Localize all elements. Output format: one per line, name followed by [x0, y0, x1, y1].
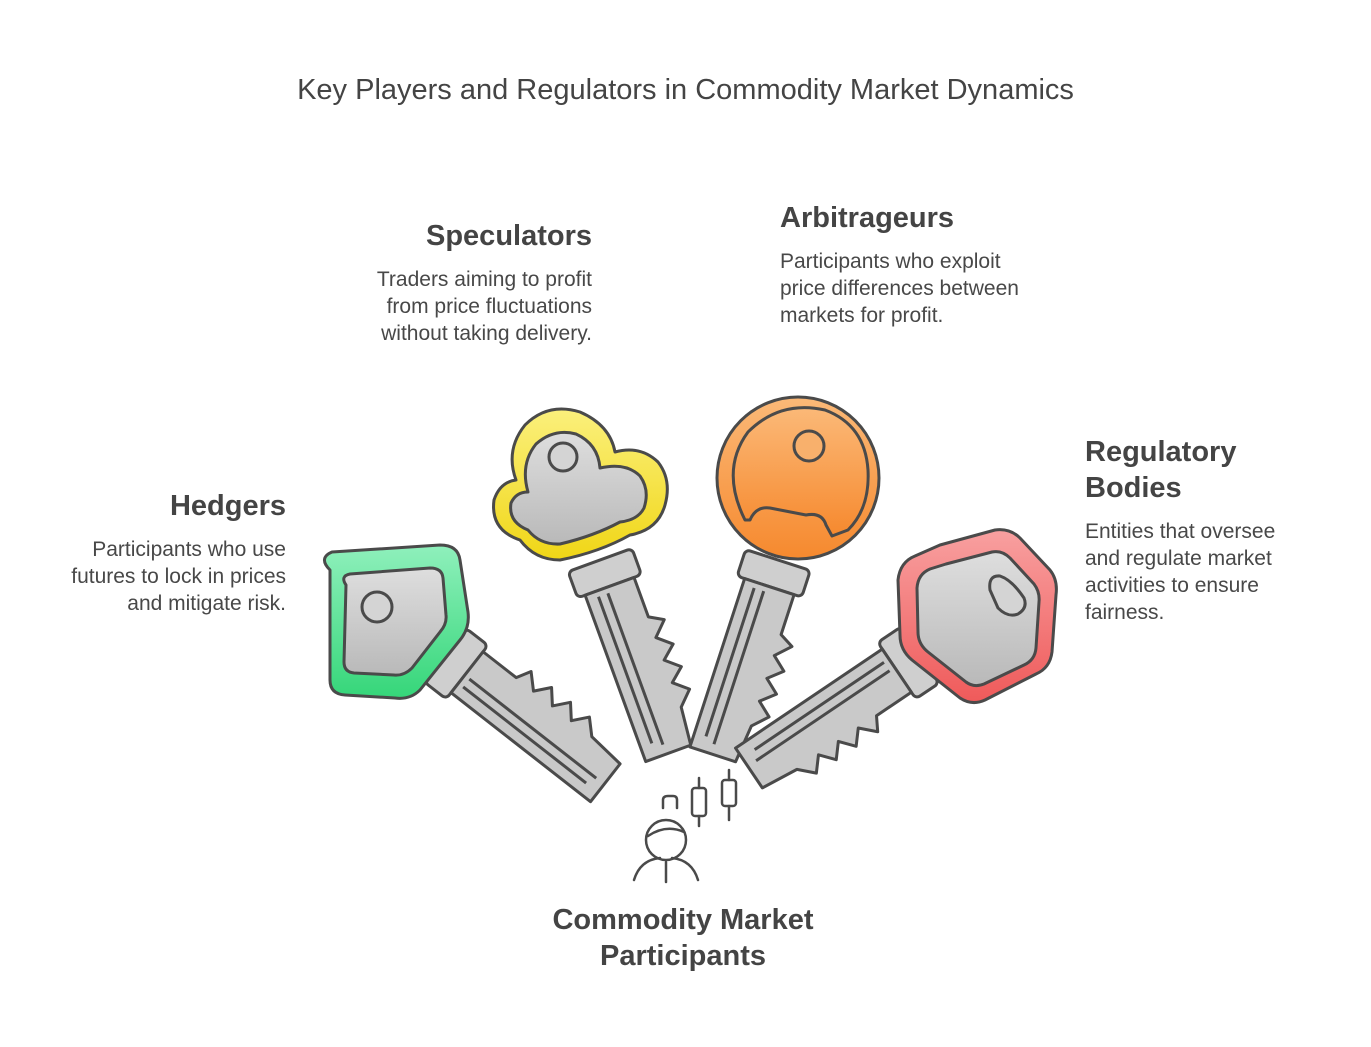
speculators-key	[492, 407, 710, 766]
arbitrageurs-key	[680, 395, 881, 769]
speculators-description: Traders aiming to profit from price fluc…	[376, 268, 592, 345]
hedgers-description: Participants who use futures to lock in …	[71, 538, 286, 615]
arbitrageurs-block: Arbitrageurs Participants who exploit pr…	[780, 200, 1030, 329]
regulatory-block: Regulatory Bodies Entities that oversee …	[1085, 434, 1300, 626]
regulatory-key	[729, 528, 1058, 805]
speculators-heading: Speculators	[426, 220, 592, 252]
diagram-title: Key Players and Regulators in Commodity …	[297, 74, 1074, 106]
hedgers-block: Hedgers Participants who use futures to …	[40, 488, 286, 617]
arbitrageurs-description: Participants who exploit price differenc…	[780, 250, 1019, 327]
hedgers-key	[323, 543, 633, 810]
center-label: Commodity Market Participants	[552, 904, 814, 972]
trader-chart-icon	[632, 768, 738, 884]
hedgers-heading: Hedgers	[169, 490, 286, 522]
speculators-block: Speculators Traders aiming to profit fro…	[340, 218, 592, 347]
regulatory-description: Entities that oversee and regulate marke…	[1085, 520, 1276, 624]
regulatory-heading: Regulatory Bodies	[1085, 436, 1237, 504]
arbitrageurs-heading: Arbitrageurs	[780, 202, 955, 234]
